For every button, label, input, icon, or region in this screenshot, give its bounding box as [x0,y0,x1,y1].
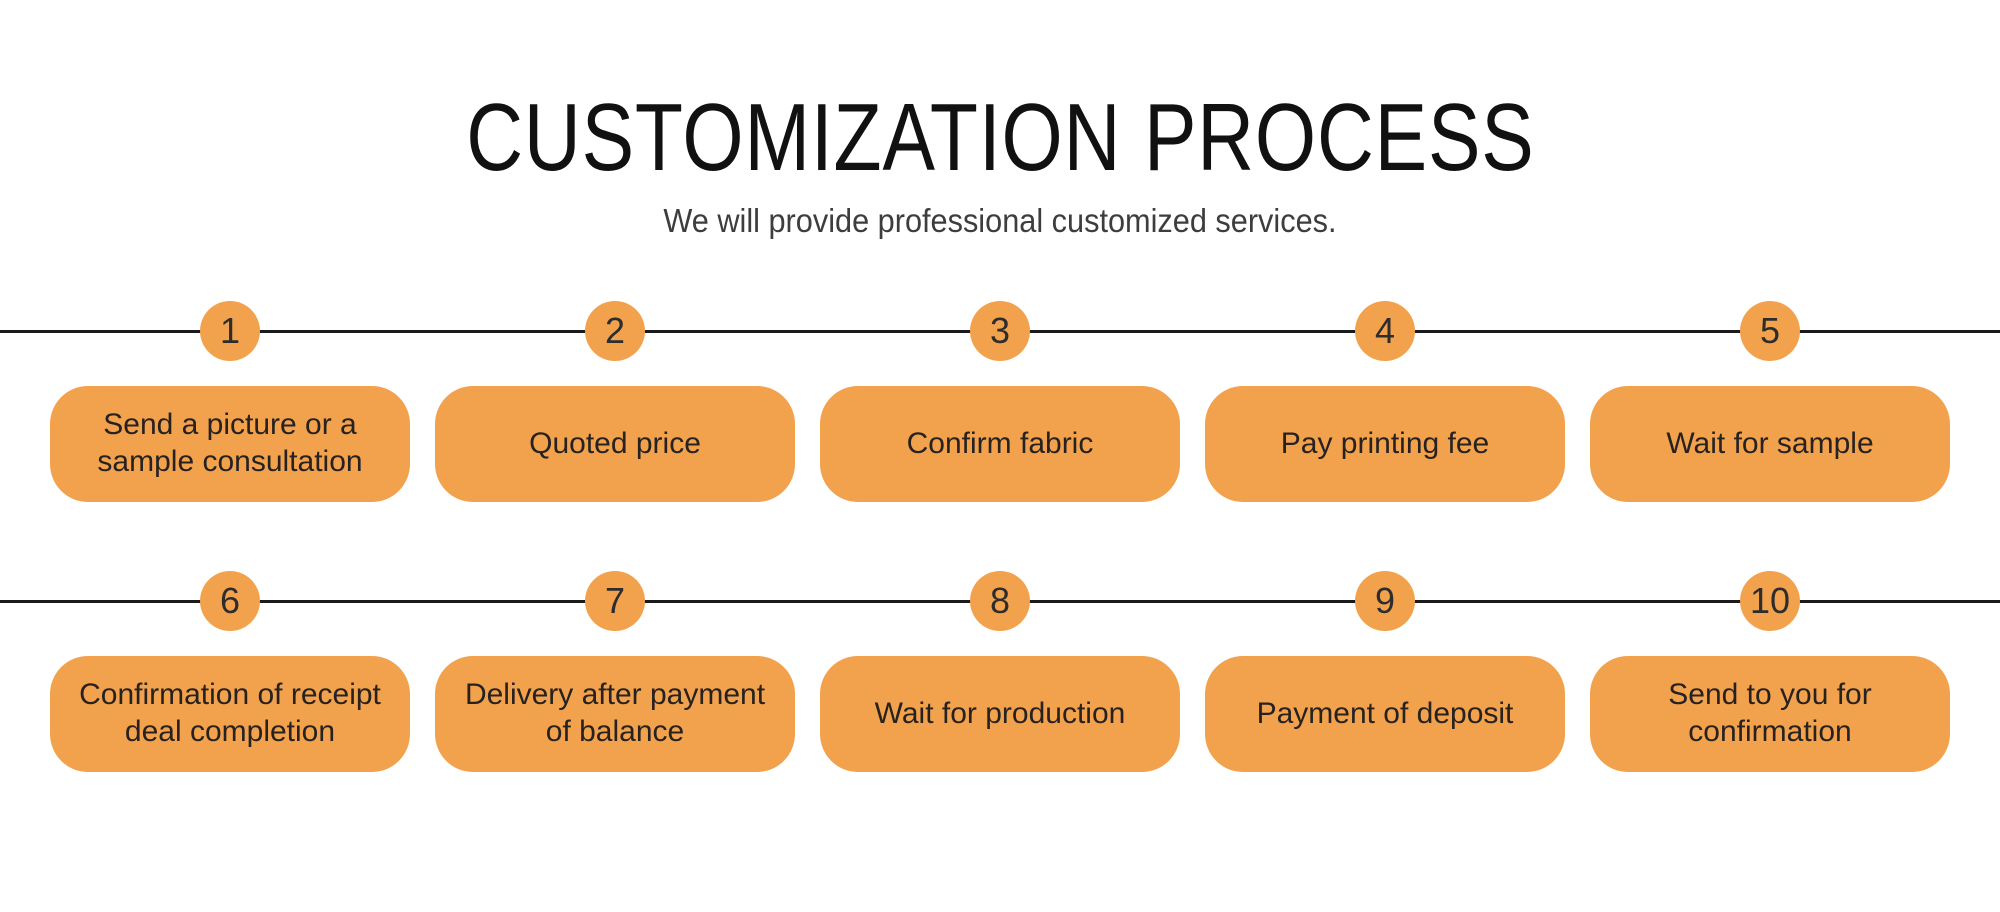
step-7: 7 Delivery after payment of balance [435,571,795,772]
step-4-label-box: Pay printing fee [1205,386,1565,502]
step-5: 5 Wait for sample [1590,301,1950,502]
process-row-2: 6 Confirmation of receipt deal completio… [0,571,2000,781]
step-label: Confirm fabric [906,426,1094,460]
step-number: 9 [1374,580,1396,621]
step-9-number-badge: 9 [1355,571,1415,631]
step-10: 10 Send to you for confirmation [1590,571,1950,772]
step-6-label-box: Confirmation of receipt deal completion [50,656,410,772]
step-label: Wait for production [874,696,1126,730]
step-9: 9 Payment of deposit [1205,571,1565,772]
step-number: 10 [1749,580,1791,621]
step-3: 3 Confirm fabric [820,301,1180,502]
step-8: 8 Wait for production [820,571,1180,772]
process-row-2-columns: 6 Confirmation of receipt deal completio… [0,571,2000,772]
step-number: 4 [1374,310,1396,351]
process-row-1-columns: 1 Send a picture or a sample consultatio… [0,301,2000,502]
step-9-label-box: Payment of deposit [1205,656,1565,772]
step-number: 1 [219,310,241,351]
step-7-label-box: Delivery after payment of balance [435,656,795,772]
process-row-1: 1 Send a picture or a sample consultatio… [0,301,2000,511]
step-5-number-badge: 5 [1740,301,1800,361]
step-number: 2 [604,310,626,351]
step-2-number-badge: 2 [585,301,645,361]
step-2-label-box: Quoted price [435,386,795,502]
step-7-number-badge: 7 [585,571,645,631]
step-label: Delivery after payment of balance [464,678,766,748]
step-number: 6 [219,580,241,621]
step-number: 3 [989,310,1011,351]
step-label: Payment of deposit [1256,696,1514,730]
step-label: Confirmation of receipt deal completion [79,678,381,748]
step-label: Pay printing fee [1280,426,1490,460]
step-5-label-box: Wait for sample [1590,386,1950,502]
step-10-number-badge: 10 [1740,571,1800,631]
step-4-number-badge: 4 [1355,301,1415,361]
step-8-number-badge: 8 [970,571,1030,631]
step-3-label-box: Confirm fabric [820,386,1180,502]
step-label: Quoted price [529,426,701,460]
step-number: 8 [989,580,1011,621]
step-label: Wait for sample [1666,426,1874,460]
step-number: 5 [1759,310,1781,351]
page-title-text: CUSTOMIZATION PROCESS [465,84,1535,191]
header: CUSTOMIZATION PROCESS We will provide pr… [0,0,2000,240]
step-10-label-box: Send to you for confirmation [1590,656,1950,772]
step-3-number-badge: 3 [970,301,1030,361]
step-label: Send a picture or a sample consultation [97,408,363,478]
page-subtitle: We will provide professional customized … [0,202,2000,240]
step-6-number-badge: 6 [200,571,260,631]
step-number: 7 [604,580,626,621]
step-1-label-box: Send a picture or a sample consultation [50,386,410,502]
step-label: Send to you for confirmation [1668,678,1872,748]
step-1: 1 Send a picture or a sample consultatio… [50,301,410,502]
step-4: 4 Pay printing fee [1205,301,1565,502]
step-1-number-badge: 1 [200,301,260,361]
step-2: 2 Quoted price [435,301,795,502]
page-title: CUSTOMIZATION PROCESS [0,90,2000,186]
step-6: 6 Confirmation of receipt deal completio… [50,571,410,772]
page-subtitle-text: We will provide professional customized … [663,202,1337,239]
step-8-label-box: Wait for production [820,656,1180,772]
